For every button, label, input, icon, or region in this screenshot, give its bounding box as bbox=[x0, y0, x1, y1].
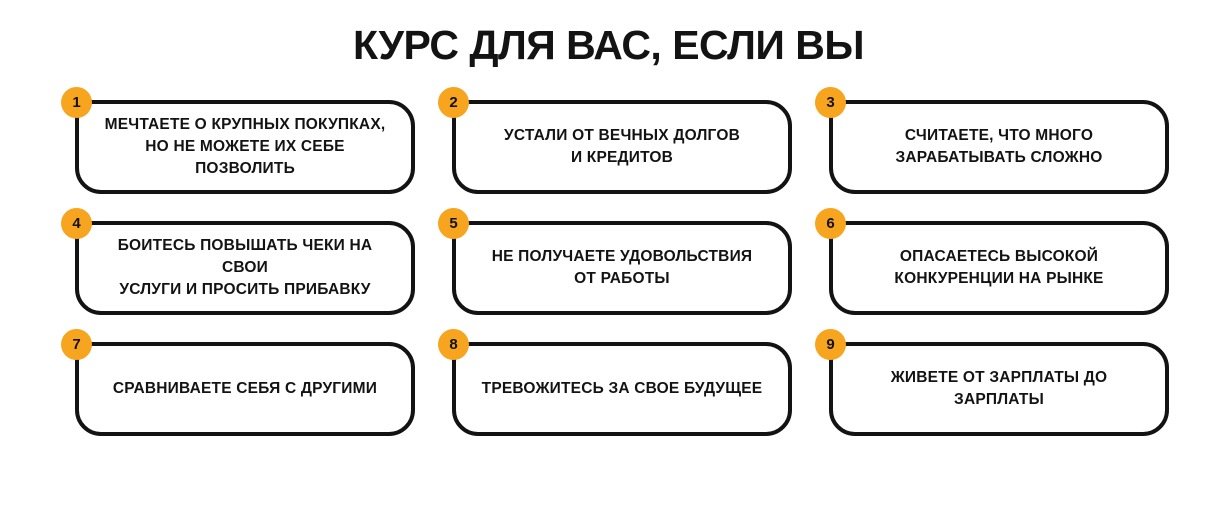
number-badge: 3 bbox=[815, 87, 846, 118]
page-title: КУРС ДЛЯ ВАС, ЕСЛИ ВЫ bbox=[352, 22, 865, 68]
card-9: 9 ЖИВЕТЕ ОТ ЗАРПЛАТЫ ДО ЗАРПЛАТЫ bbox=[815, 329, 1169, 436]
card-text: ЖИВЕТЕ ОТ ЗАРПЛАТЫ ДО ЗАРПЛАТЫ bbox=[890, 369, 1108, 408]
card-text: СРАВНИВАЕТЕ СЕБЯ С ДРУГИМИ bbox=[112, 380, 378, 397]
card-8: 8 ТРЕВОЖИТЕСЬ ЗА СВОЕ БУДУЩЕЕ bbox=[438, 329, 792, 436]
card-text: СЧИТАЕТЕ, ЧТО МНОГО ЗАРАБАТЫВАТЬ СЛОЖНО bbox=[895, 127, 1103, 166]
number-badge: 1 bbox=[61, 87, 92, 118]
card-1: 1 МЕЧТАЕТЕ О КРУПНЫХ ПОКУПКАХ, НО НЕ МОЖ… bbox=[61, 87, 415, 194]
number-badge: 9 bbox=[815, 329, 846, 360]
number-badge: 4 bbox=[61, 208, 92, 239]
card-text: ОПАСАЕТЕСЬ ВЫСОКОЙ КОНКУРЕНЦИИ НА РЫНКЕ bbox=[894, 248, 1104, 287]
card-text: ТРЕВОЖИТЕСЬ ЗА СВОЕ БУДУЩЕЕ bbox=[481, 380, 763, 397]
card-5: 5 НЕ ПОЛУЧАЕТЕ УДОВОЛЬСТВИЯ ОТ РАБОТЫ bbox=[438, 208, 792, 315]
number-badge: 7 bbox=[61, 329, 92, 360]
card-text: МЕЧТАЕТЕ О КРУПНЫХ ПОКУПКАХ, НО НЕ МОЖЕТ… bbox=[104, 116, 386, 177]
card-4: 4 БОИТЕСЬ ПОВЫШАТЬ ЧЕКИ НА СВОИ УСЛУГИ И… bbox=[61, 208, 415, 315]
card-7: 7 СРАВНИВАЕТЕ СЕБЯ С ДРУГИМИ bbox=[61, 329, 415, 436]
card-3: 3 СЧИТАЕТЕ, ЧТО МНОГО ЗАРАБАТЫВАТЬ СЛОЖН… bbox=[815, 87, 1169, 194]
card-2: 2 УСТАЛИ ОТ ВЕЧНЫХ ДОЛГОВ И КРЕДИТОВ bbox=[438, 87, 792, 194]
card-6: 6 ОПАСАЕТЕСЬ ВЫСОКОЙ КОНКУРЕНЦИИ НА РЫНК… bbox=[815, 208, 1169, 315]
card-text: БОИТЕСЬ ПОВЫШАТЬ ЧЕКИ НА СВОИ УСЛУГИ И П… bbox=[117, 237, 373, 298]
card-text: НЕ ПОЛУЧАЕТЕ УДОВОЛЬСТВИЯ ОТ РАБОТЫ bbox=[491, 248, 753, 287]
cards-grid: 1 МЕЧТАЕТЕ О КРУПНЫХ ПОКУПКАХ, НО НЕ МОЖ… bbox=[61, 87, 1169, 436]
number-badge: 6 bbox=[815, 208, 846, 239]
number-badge: 5 bbox=[438, 208, 469, 239]
number-badge: 2 bbox=[438, 87, 469, 118]
number-badge: 8 bbox=[438, 329, 469, 360]
card-text: УСТАЛИ ОТ ВЕЧНЫХ ДОЛГОВ И КРЕДИТОВ bbox=[504, 127, 740, 166]
